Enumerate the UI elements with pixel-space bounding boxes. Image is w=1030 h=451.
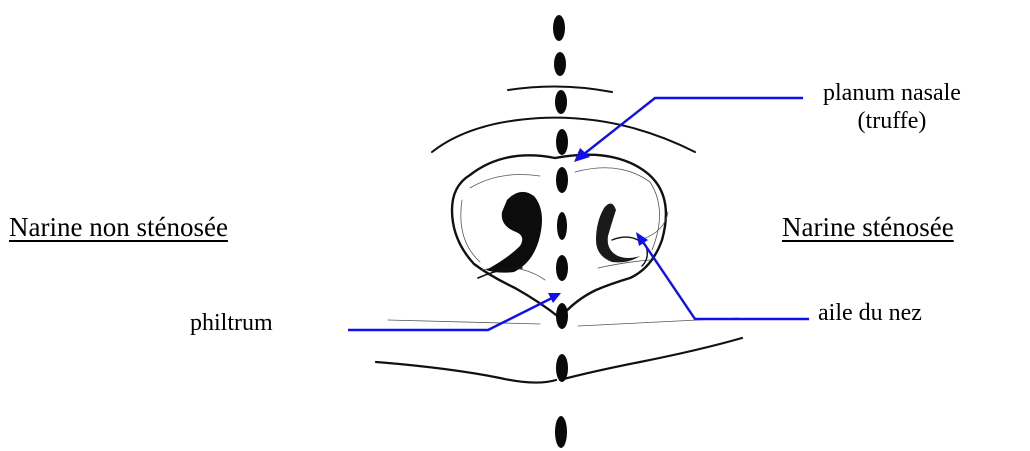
right-nostril: [596, 203, 640, 262]
philtrum-leader: [348, 293, 561, 330]
label-stenotic-nostril: Narine sténosée: [782, 212, 954, 243]
label-planum-line2: (truffe): [823, 108, 961, 136]
label-non-stenotic-nostril: Narine non sténosée: [9, 212, 228, 243]
label-aile-du-nez: aile du nez: [818, 300, 922, 328]
label-philtrum: philtrum: [190, 310, 273, 338]
aile-leader: [636, 232, 809, 319]
label-planum-nasale: planum nasale (truffe): [823, 80, 961, 135]
lower-lip-curve-left: [376, 362, 556, 383]
planum-leader: [574, 98, 803, 162]
left-nostril: [486, 192, 542, 273]
lower-lip-curve-right: [560, 338, 742, 380]
nose-inner-left-2: [470, 175, 540, 189]
label-planum-line1: planum nasale: [823, 80, 961, 108]
upper-lip-curve: [388, 320, 540, 324]
midline-dashes: [553, 15, 568, 448]
